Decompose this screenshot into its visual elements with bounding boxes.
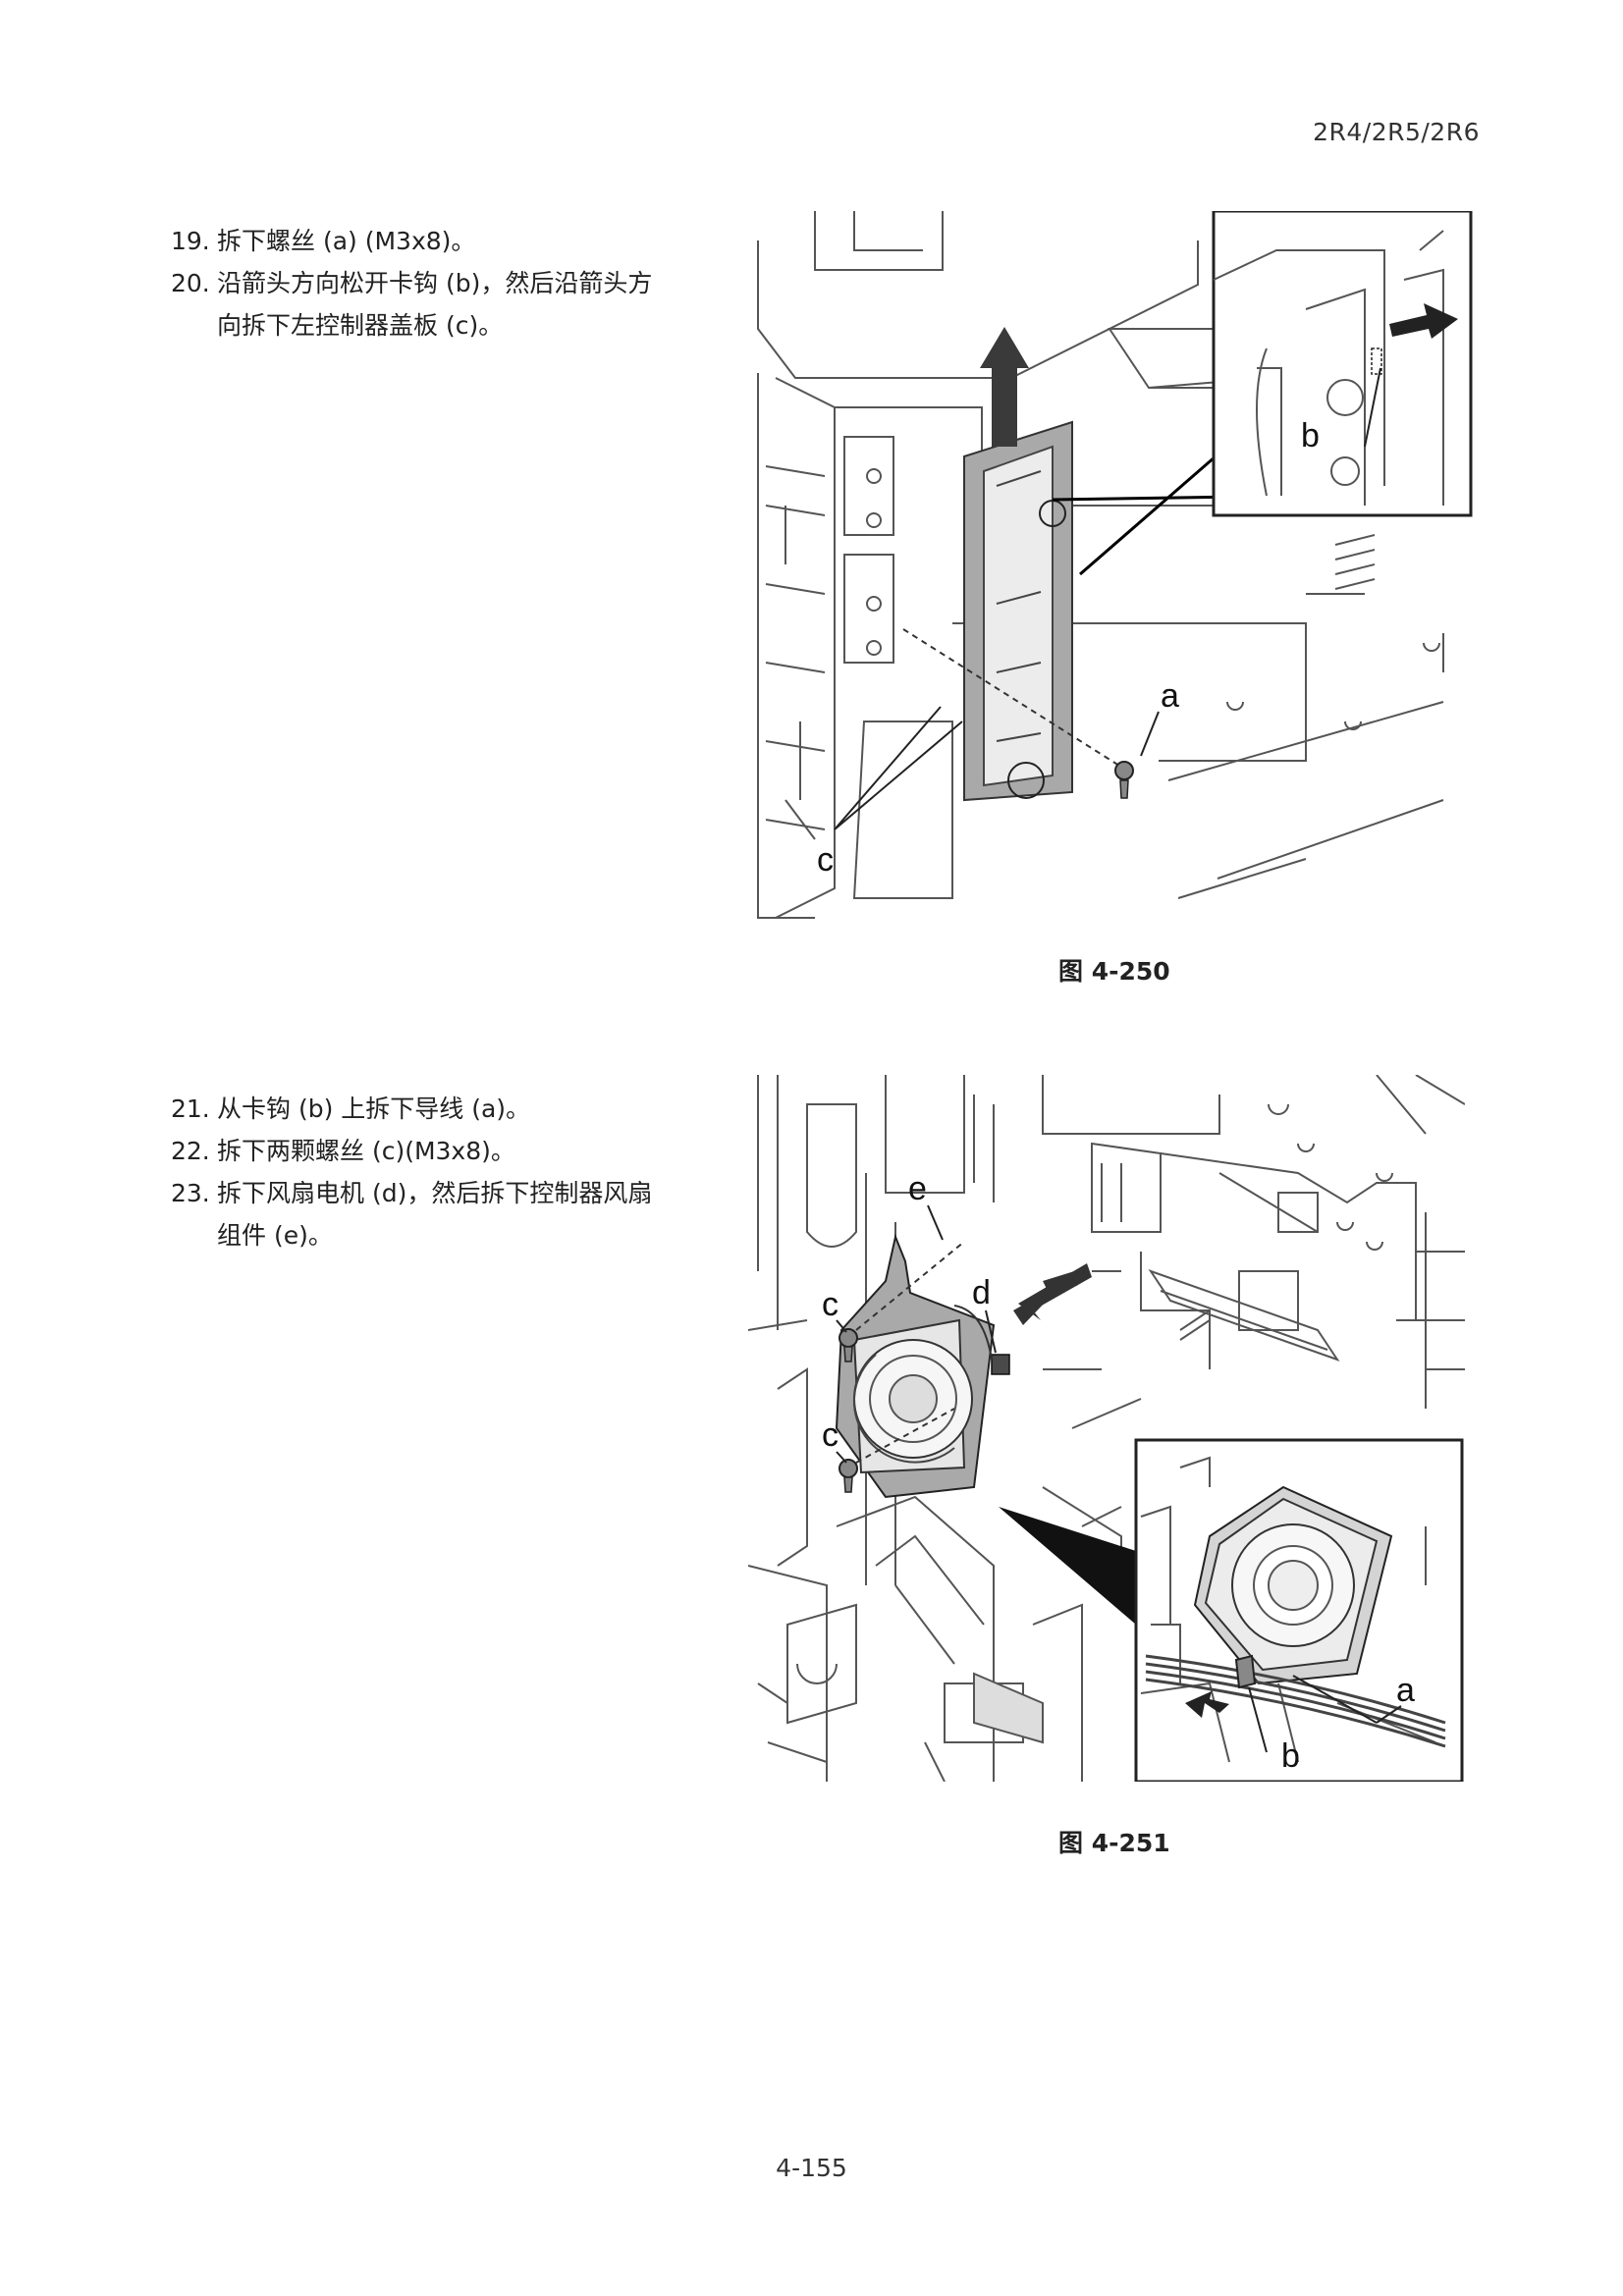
step-number: 22. — [171, 1137, 210, 1165]
step-19: 19. 拆下螺丝 (a) (M3x8)。 — [171, 220, 721, 262]
label-b: b — [1301, 417, 1320, 454]
step-23: 23. 拆下风扇电机 (d)，然后拆下控制器风扇 组件 (e)。 — [171, 1172, 721, 1256]
label-b: b — [1281, 1737, 1300, 1775]
step-text-line: 从卡钩 (b) 上拆下导线 (a)。 — [217, 1095, 531, 1123]
label-d: d — [972, 1274, 991, 1311]
step-list-1: 19. 拆下螺丝 (a) (M3x8)。 20. 沿箭头方向松开卡钩 (b)，然… — [171, 220, 721, 347]
label-c-lower: c — [822, 1416, 839, 1454]
label-c-upper: c — [822, 1286, 839, 1323]
figure-4-250-illustration: a c b — [756, 211, 1473, 928]
label-c: c — [817, 841, 834, 879]
step-text-line: 拆下螺丝 (a) (M3x8)。 — [217, 227, 476, 255]
label-a: a — [1161, 677, 1179, 715]
step-22: 22. 拆下两颗螺丝 (c)(M3x8)。 — [171, 1130, 721, 1172]
step-list-2: 21. 从卡钩 (b) 上拆下导线 (a)。 22. 拆下两颗螺丝 (c)(M3… — [171, 1088, 721, 1256]
page-number: 4-155 — [776, 2154, 847, 2182]
step-21: 21. 从卡钩 (b) 上拆下导线 (a)。 — [171, 1088, 721, 1130]
step-number: 21. — [171, 1095, 210, 1123]
label-e: e — [908, 1170, 927, 1207]
figure-caption-4-250: 图 4-250 — [1058, 957, 1170, 986]
step-20: 20. 沿箭头方向松开卡钩 (b)，然后沿箭头方 向拆下左控制器盖板 (c)。 — [171, 262, 721, 347]
document-code: 2R4/2R5/2R6 — [1313, 118, 1480, 146]
step-text-line: 向拆下左控制器盖板 (c)。 — [217, 311, 504, 340]
step-text-line: 拆下两颗螺丝 (c)(M3x8)。 — [217, 1137, 515, 1165]
step-number: 19. — [171, 227, 210, 255]
step-text-line: 沿箭头方向松开卡钩 (b)，然后沿箭头方 — [217, 269, 653, 297]
step-number: 20. — [171, 269, 210, 297]
step-text-line: 拆下风扇电机 (d)，然后拆下控制器风扇 — [217, 1179, 653, 1207]
step-text-line: 组件 (e)。 — [217, 1221, 333, 1250]
figure-4-251-illustration: e c c d a b — [748, 1075, 1465, 1782]
step-number: 23. — [171, 1179, 210, 1207]
label-a: a — [1396, 1672, 1415, 1709]
figure-caption-4-251: 图 4-251 — [1058, 1829, 1170, 1857]
